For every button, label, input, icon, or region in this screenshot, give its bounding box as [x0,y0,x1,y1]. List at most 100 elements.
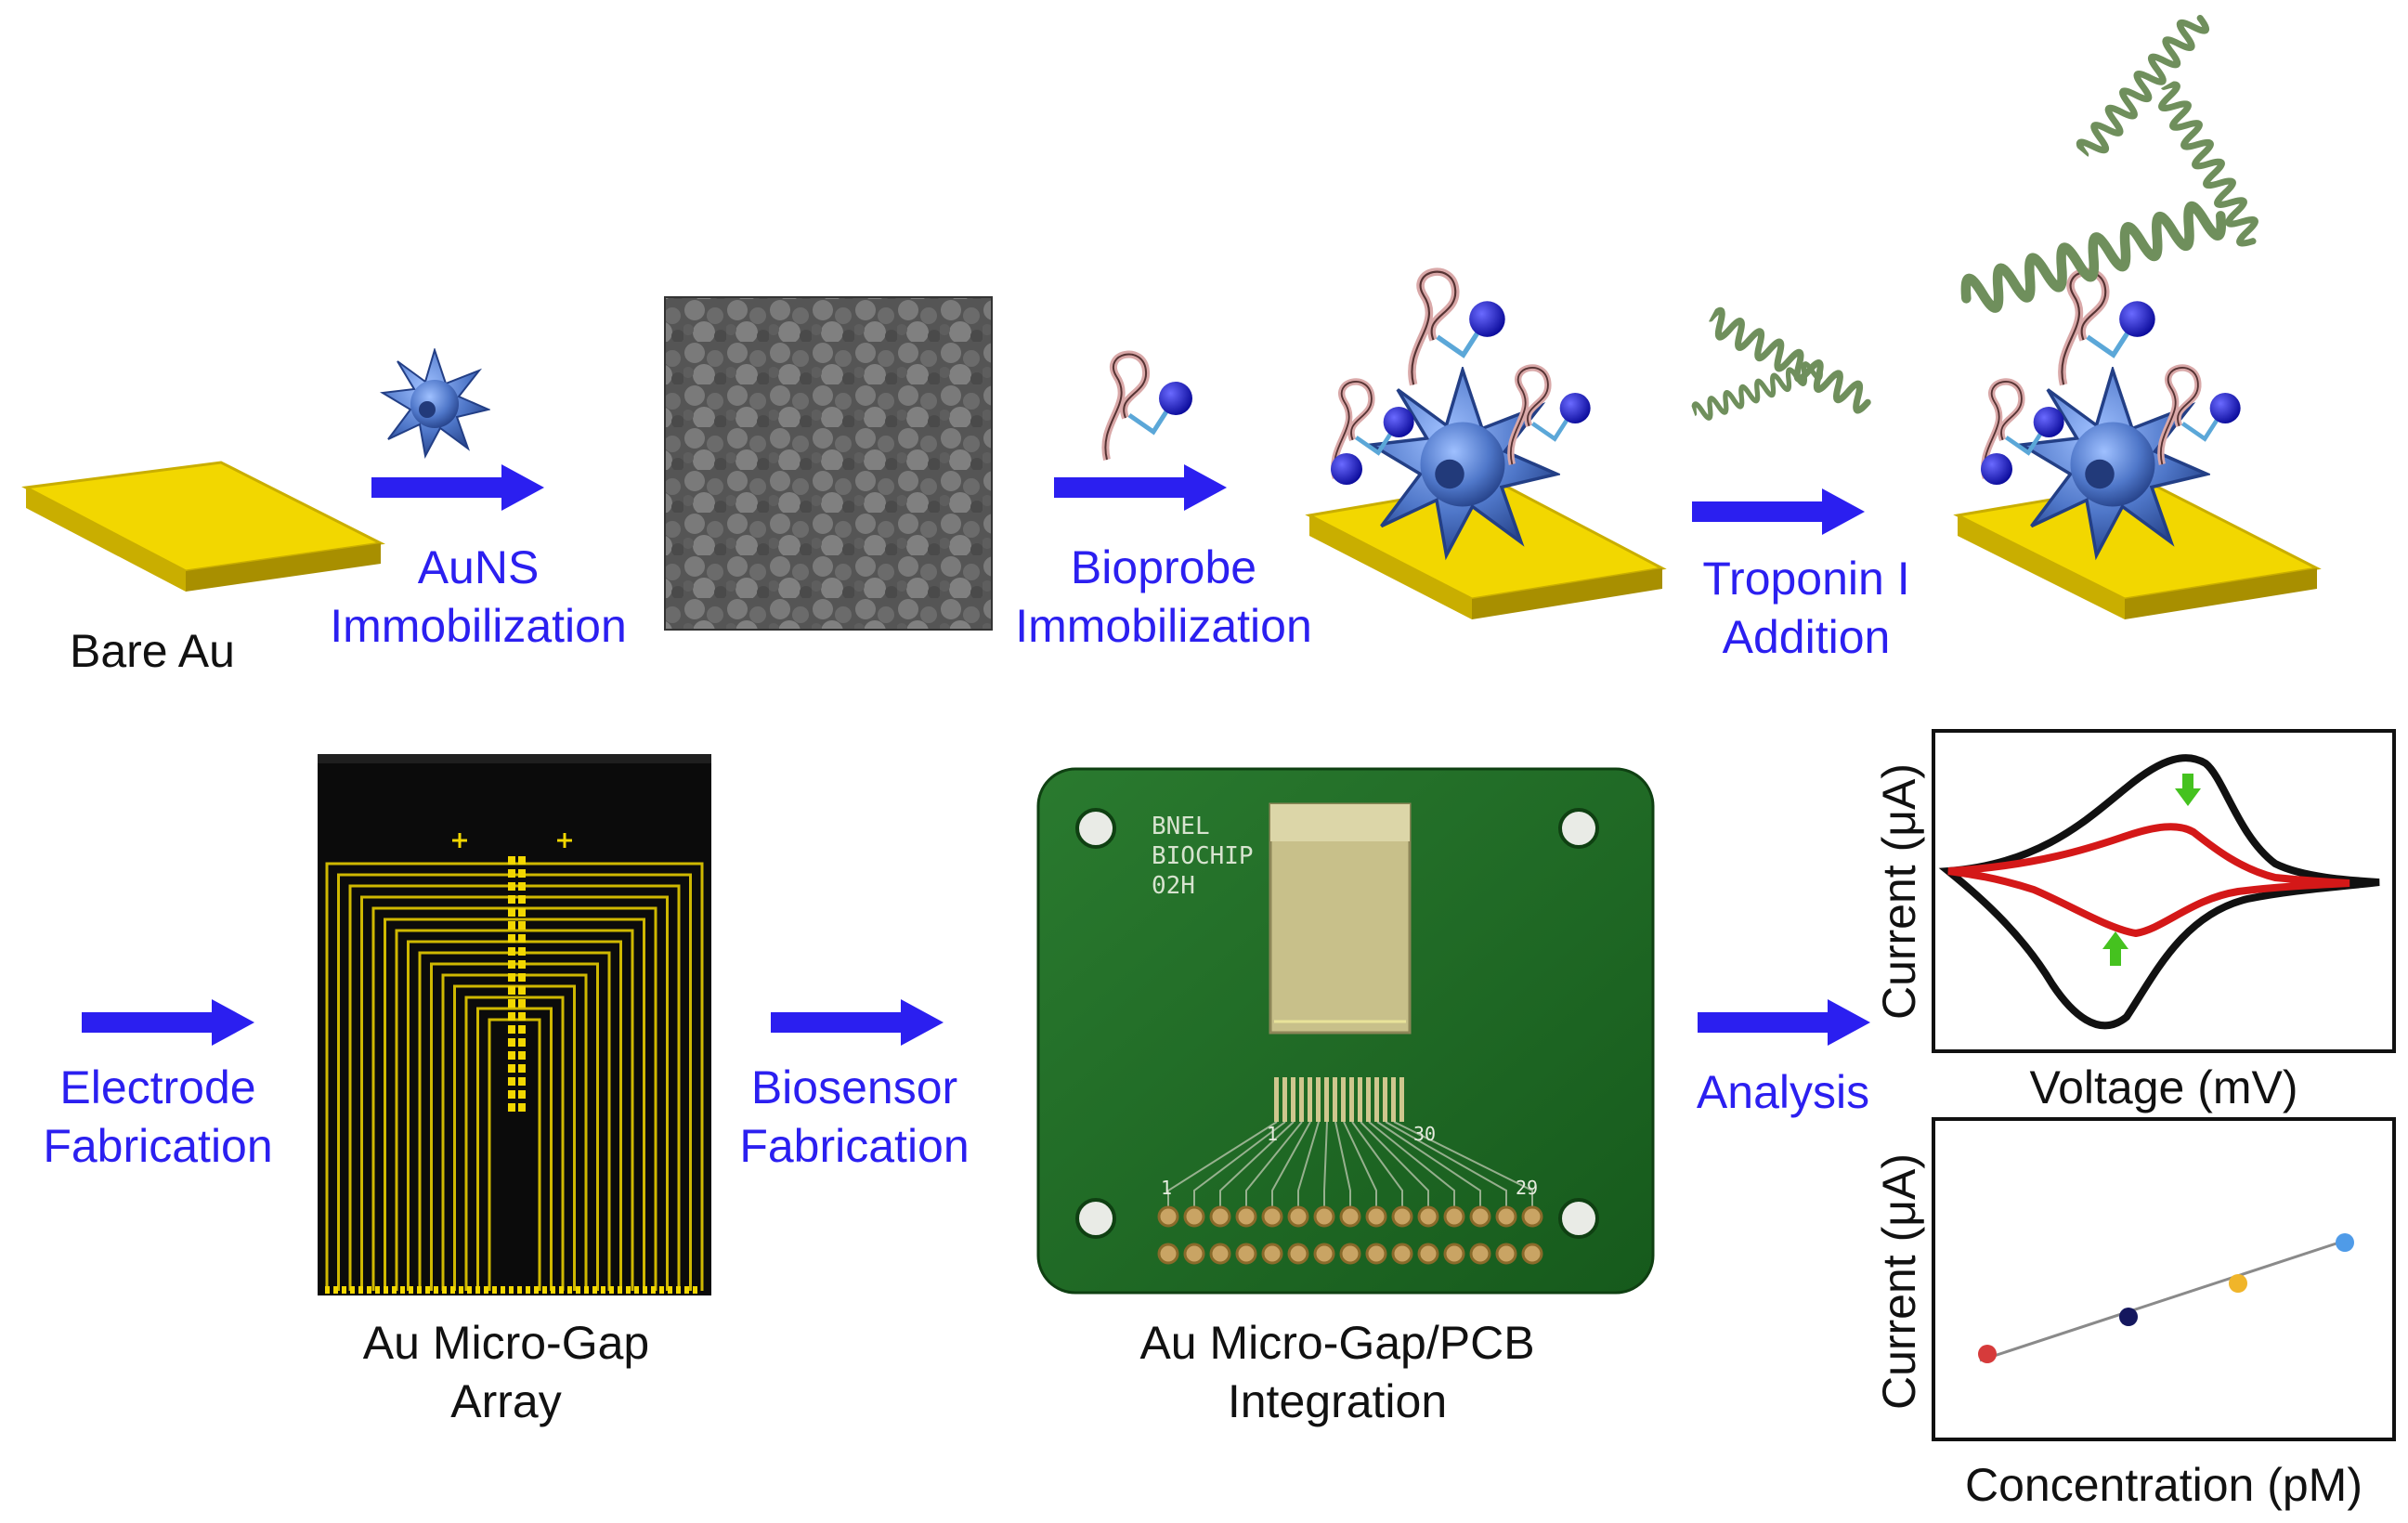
bond-pad [651,1286,656,1294]
bioprobe-step-line-2: Immobilization [1015,599,1312,652]
pcb-pad [1495,1205,1517,1228]
gold-nanostar-icon [382,349,489,457]
micro-gap-pad [508,1064,515,1073]
pcb-finger [1383,1077,1387,1122]
micro-gap-pad [518,1025,526,1034]
bond-pad [467,1286,472,1294]
micro-gap-pad [518,1090,526,1099]
pcb-pad [1235,1243,1257,1265]
bioprobe-final-icon [2062,272,2154,385]
pcb-pin-label-29: 29 [1516,1177,1538,1199]
calibration-plot [1932,1117,2396,1441]
pcb-pad [1261,1205,1283,1228]
micro-gap-pad [518,1064,526,1073]
bond-pad [517,1286,522,1294]
auns-step-line-2: Immobilization [330,599,627,652]
calibration-point [2119,1308,2138,1326]
decrease-arrow-up-icon [2102,931,2128,966]
electrode-trace [384,918,645,1291]
calibration-fit-line [1979,1238,2349,1362]
micro-gap-pad [518,960,526,969]
pcb-pad [1209,1205,1231,1228]
electrode-trace [464,996,565,1291]
micro-gap-pad [518,1077,526,1086]
pcb-pad [1469,1243,1491,1265]
sem-image-nanostars [664,296,993,631]
pcb-label-line-3: 02H [1152,872,1195,900]
bond-pad [509,1286,514,1294]
bioprobe-icon [1105,354,1192,460]
bond-pad [425,1286,430,1294]
arrow-troponin-step [1692,488,1865,535]
pcb-pad [1313,1243,1335,1265]
bond-pad [501,1286,505,1294]
pcb-pad [1157,1205,1179,1228]
bond-pad [684,1286,689,1294]
troponin-helix-icon [1691,308,1873,423]
micro-gap-pad [518,895,526,904]
bond-pad [576,1286,580,1294]
alignment-mark-icon [452,833,467,848]
pcb-pad [1261,1243,1283,1265]
micro-gap-pad [518,921,526,930]
micro-gap-array-line-2: Array [450,1374,562,1427]
pcb-finger [1358,1077,1362,1122]
arrow-analysis-step [1698,999,1870,1046]
calibration-point [2336,1233,2354,1252]
troponin-step-line-1: Troponin I [1702,553,1910,605]
pcb-pad [1235,1205,1257,1228]
micro-gap-pad [508,986,515,995]
bond-pad [559,1286,564,1294]
bioprobe-attached-icon [1412,272,1504,385]
calibration-point [1978,1345,1997,1363]
bond-pad [475,1286,480,1294]
micro-gap-pad [508,908,515,917]
troponin-step-line-2: Addition [1722,610,1891,663]
bond-pad [526,1286,530,1294]
arrow-bioprobe-step [1054,464,1227,511]
calibration-point [2229,1274,2247,1293]
bond-pad [634,1286,639,1294]
pcb-finger [1316,1077,1321,1122]
pcb-finger [1299,1077,1304,1122]
bioprobe-step-label: Bioprobe Immobilization [983,539,1345,655]
pcb-finger [1399,1077,1404,1122]
pcb-pad [1157,1243,1179,1265]
bond-pad [542,1286,547,1294]
pcb-finger [1324,1077,1329,1122]
micro-gap-pad [518,1103,526,1112]
pcb-finger [1308,1077,1312,1122]
micro-gap-pad [508,960,515,969]
micro-gap-pad [508,882,515,891]
micro-gap-pad [518,908,526,917]
bond-pad [567,1286,572,1294]
bare-au-substrate [21,461,385,592]
bond-pad [618,1286,622,1294]
bioprobe-final-right-icon [2161,368,2241,464]
micro-gap-pad [508,1103,515,1112]
cv-curve-before [1938,754,2380,1030]
pcb-integration-line-1: Au Micro-Gap/PCB [1139,1317,1535,1369]
micro-gap-pad [508,856,515,865]
cv-x-axis-label: Voltage (mV) [2029,1061,2298,1113]
micro-gap-pad [508,1012,515,1021]
bond-pad [367,1286,371,1294]
micro-gap-pad [508,895,515,904]
bond-pad [584,1286,589,1294]
micro-gap-pad [508,1025,515,1034]
bond-pad [676,1286,681,1294]
arrow-electrode-step [82,999,254,1046]
bond-pad [626,1286,631,1294]
pcb-finger [1291,1077,1295,1122]
bond-pad [484,1286,488,1294]
bond-pad [358,1286,363,1294]
bond-pad [333,1286,338,1294]
pcb-finger [1366,1077,1371,1122]
micro-gap-pad [508,869,515,878]
electrode-step-line-1: Electrode [59,1061,256,1113]
micro-gap-pad [508,934,515,943]
bond-pad [409,1286,413,1294]
micro-gap-array-label: Au Micro-Gap Array [320,1314,692,1430]
pcb-pin-label-1b: 1 [1161,1177,1172,1199]
